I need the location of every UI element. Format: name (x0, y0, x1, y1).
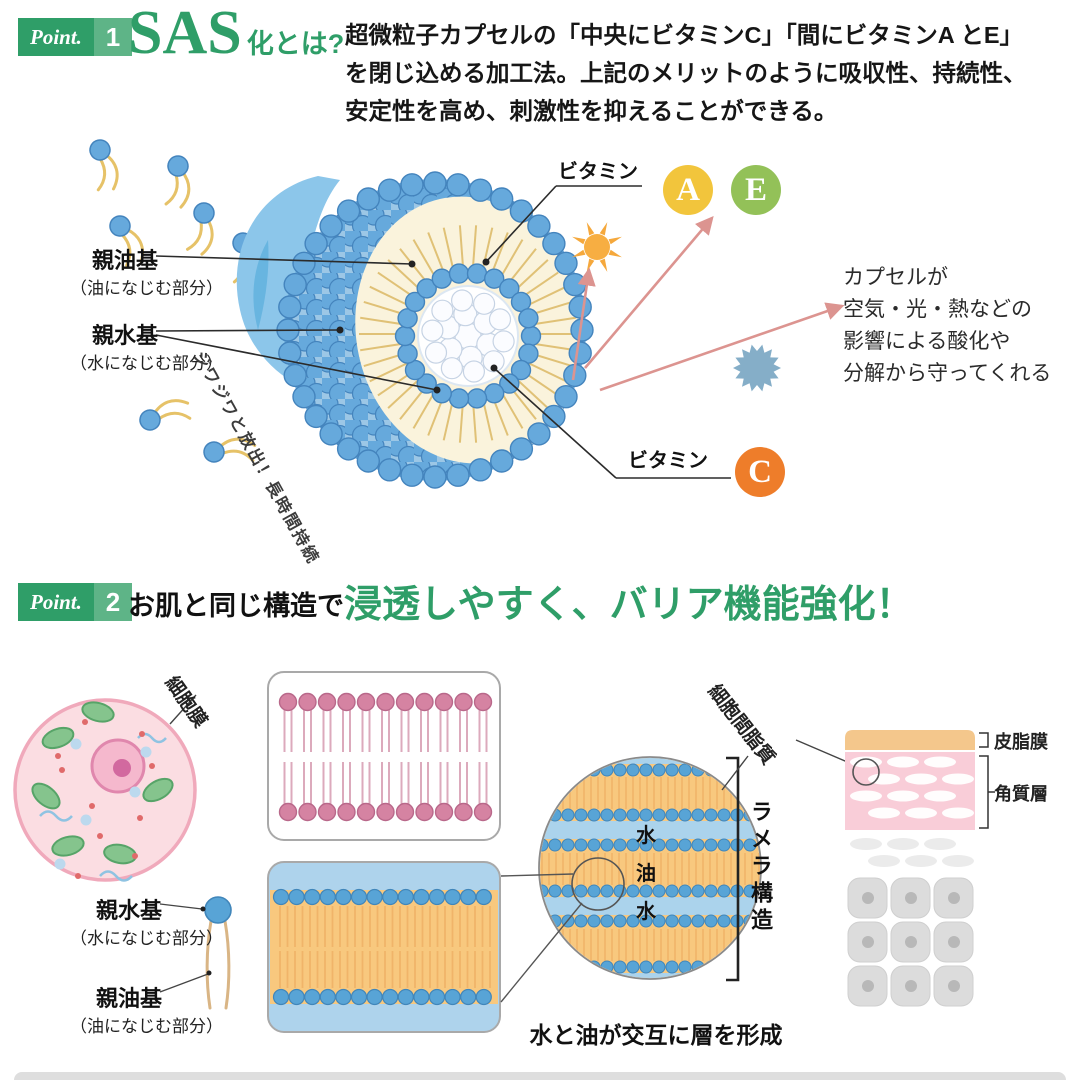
stratum-corneum-label: 角質層 (994, 784, 1048, 804)
threat-arrows (571, 216, 845, 392)
cell-membrane-label: 細胞膜 (160, 672, 211, 732)
sas-title-suffix: 化とは? (246, 29, 345, 59)
protection-line-4: 分解から守ってくれる (843, 362, 1052, 385)
outer-bead-ring (276, 171, 594, 489)
sebum-label: 皮脂膜 (994, 732, 1048, 752)
point2-title-green: 浸透しやすく、バリア機能強化！ (344, 584, 914, 627)
lamellar-box-rows (270, 888, 498, 1006)
description-line-3: 安定性を高め、刺激性を抑えることができる。 (345, 98, 838, 124)
slow-release-text: ジワジワと放出！長時間持続 (189, 348, 323, 568)
lipophilic-label: 親油基 (92, 248, 159, 273)
intercellular-pointer-right (795, 739, 853, 765)
skin-cell-illustration (13, 698, 197, 882)
stratum-bracket (979, 755, 989, 829)
lamella-structure-label: ラメラ構造 (748, 800, 773, 935)
oil-label: 油 (636, 863, 656, 885)
lamella-caption: 水と油が交互に層を形成 (529, 1022, 783, 1048)
oxidation-burst-icon (733, 344, 781, 392)
protection-text: カプセルが 空気・光・熱などの 影響による酸化や 分解から守ってくれる (843, 262, 1051, 390)
vitamin-e-circle: E (731, 165, 781, 215)
water-splash (236, 176, 340, 398)
water-label-1: 水 (636, 825, 656, 847)
magnifier-circle (571, 857, 625, 911)
description-line-1: 超微粒子カプセルの「中央にビタミンC」「間にビタミンA とE」 (345, 22, 1024, 48)
point2-badge: Point. 2 (18, 583, 132, 621)
point2-title-black: お肌と同じ構造で (128, 591, 344, 621)
capsule-liposome (276, 171, 594, 489)
hydrophilic2-label: 親水基 (96, 898, 163, 923)
inner-bead-ring (394, 263, 542, 409)
point2-badge-label: Point. (18, 583, 94, 621)
vitamin-c-core (417, 285, 519, 387)
vitamin-c-circle: C (735, 447, 785, 497)
lamella-bracket (726, 756, 740, 982)
skin-layers-illustration (845, 730, 975, 1007)
intercellular-lipid-label: 細胞間脂質 (703, 681, 779, 769)
phospholipid-molecule-icon (204, 896, 232, 1010)
point1-description: 超微粒子カプセルの「中央にビタミンC」「間にビタミンA とE」 を閉じ込める加工… (345, 16, 1027, 130)
lipid-tail-rays (359, 225, 577, 443)
point2-badge-number: 2 (93, 583, 132, 621)
lipophilic-sublabel: （油になじむ部分） (70, 279, 223, 298)
hydrophilic-label: 親水基 (92, 323, 159, 348)
next-section-edge (14, 1072, 1066, 1080)
core-bubble-cluster (421, 289, 515, 383)
protection-line-2: 空気・光・熱などの (843, 298, 1032, 321)
vitamin-top-label: ビタミン (558, 161, 638, 183)
point1-title: SAS 化とは? (128, 2, 344, 64)
point1-badge-label: Point. (18, 18, 94, 56)
capsule-interior-window (355, 196, 581, 464)
water-label-2: 水 (636, 901, 656, 923)
hydrophilic2-sublabel: （水になじむ部分） (70, 929, 223, 948)
pointer-dots (336, 258, 498, 394)
description-line-2: を閉じ込める加工法。上記のメリットのように吸収性、持続性、 (345, 60, 1027, 86)
water-splash-accent (253, 240, 269, 330)
pink-bilayer-rows (278, 692, 493, 822)
lipophilic2-label: 親油基 (96, 986, 163, 1011)
sun-icon (572, 222, 622, 272)
lamellar-bilayer-box (267, 861, 501, 1033)
intercellular-pointer-left (721, 755, 749, 791)
point2-title: お肌と同じ構造で 浸透しやすく、バリア機能強化！ (128, 584, 914, 627)
protection-line-3: 影響による酸化や (843, 330, 1011, 353)
capsule-bead-shell (284, 179, 586, 481)
hydrophilic-sublabel: （水になじむ部分） (70, 354, 223, 373)
point1-badge: Point. 1 (18, 18, 132, 56)
protection-line-1: カプセルが (843, 266, 948, 289)
vitamin-a-circle: A (663, 165, 713, 215)
skin-marker-circle (852, 758, 880, 786)
phospholipid-bilayer-box (267, 671, 501, 841)
point1-badge-number: 1 (93, 18, 132, 56)
vitamin-bottom-label: ビタミン (628, 450, 708, 472)
sas-title-text: SAS (128, 0, 242, 67)
sebum-bracket (979, 732, 989, 748)
lipophilic2-sublabel: （油になじむ部分） (70, 1017, 223, 1036)
